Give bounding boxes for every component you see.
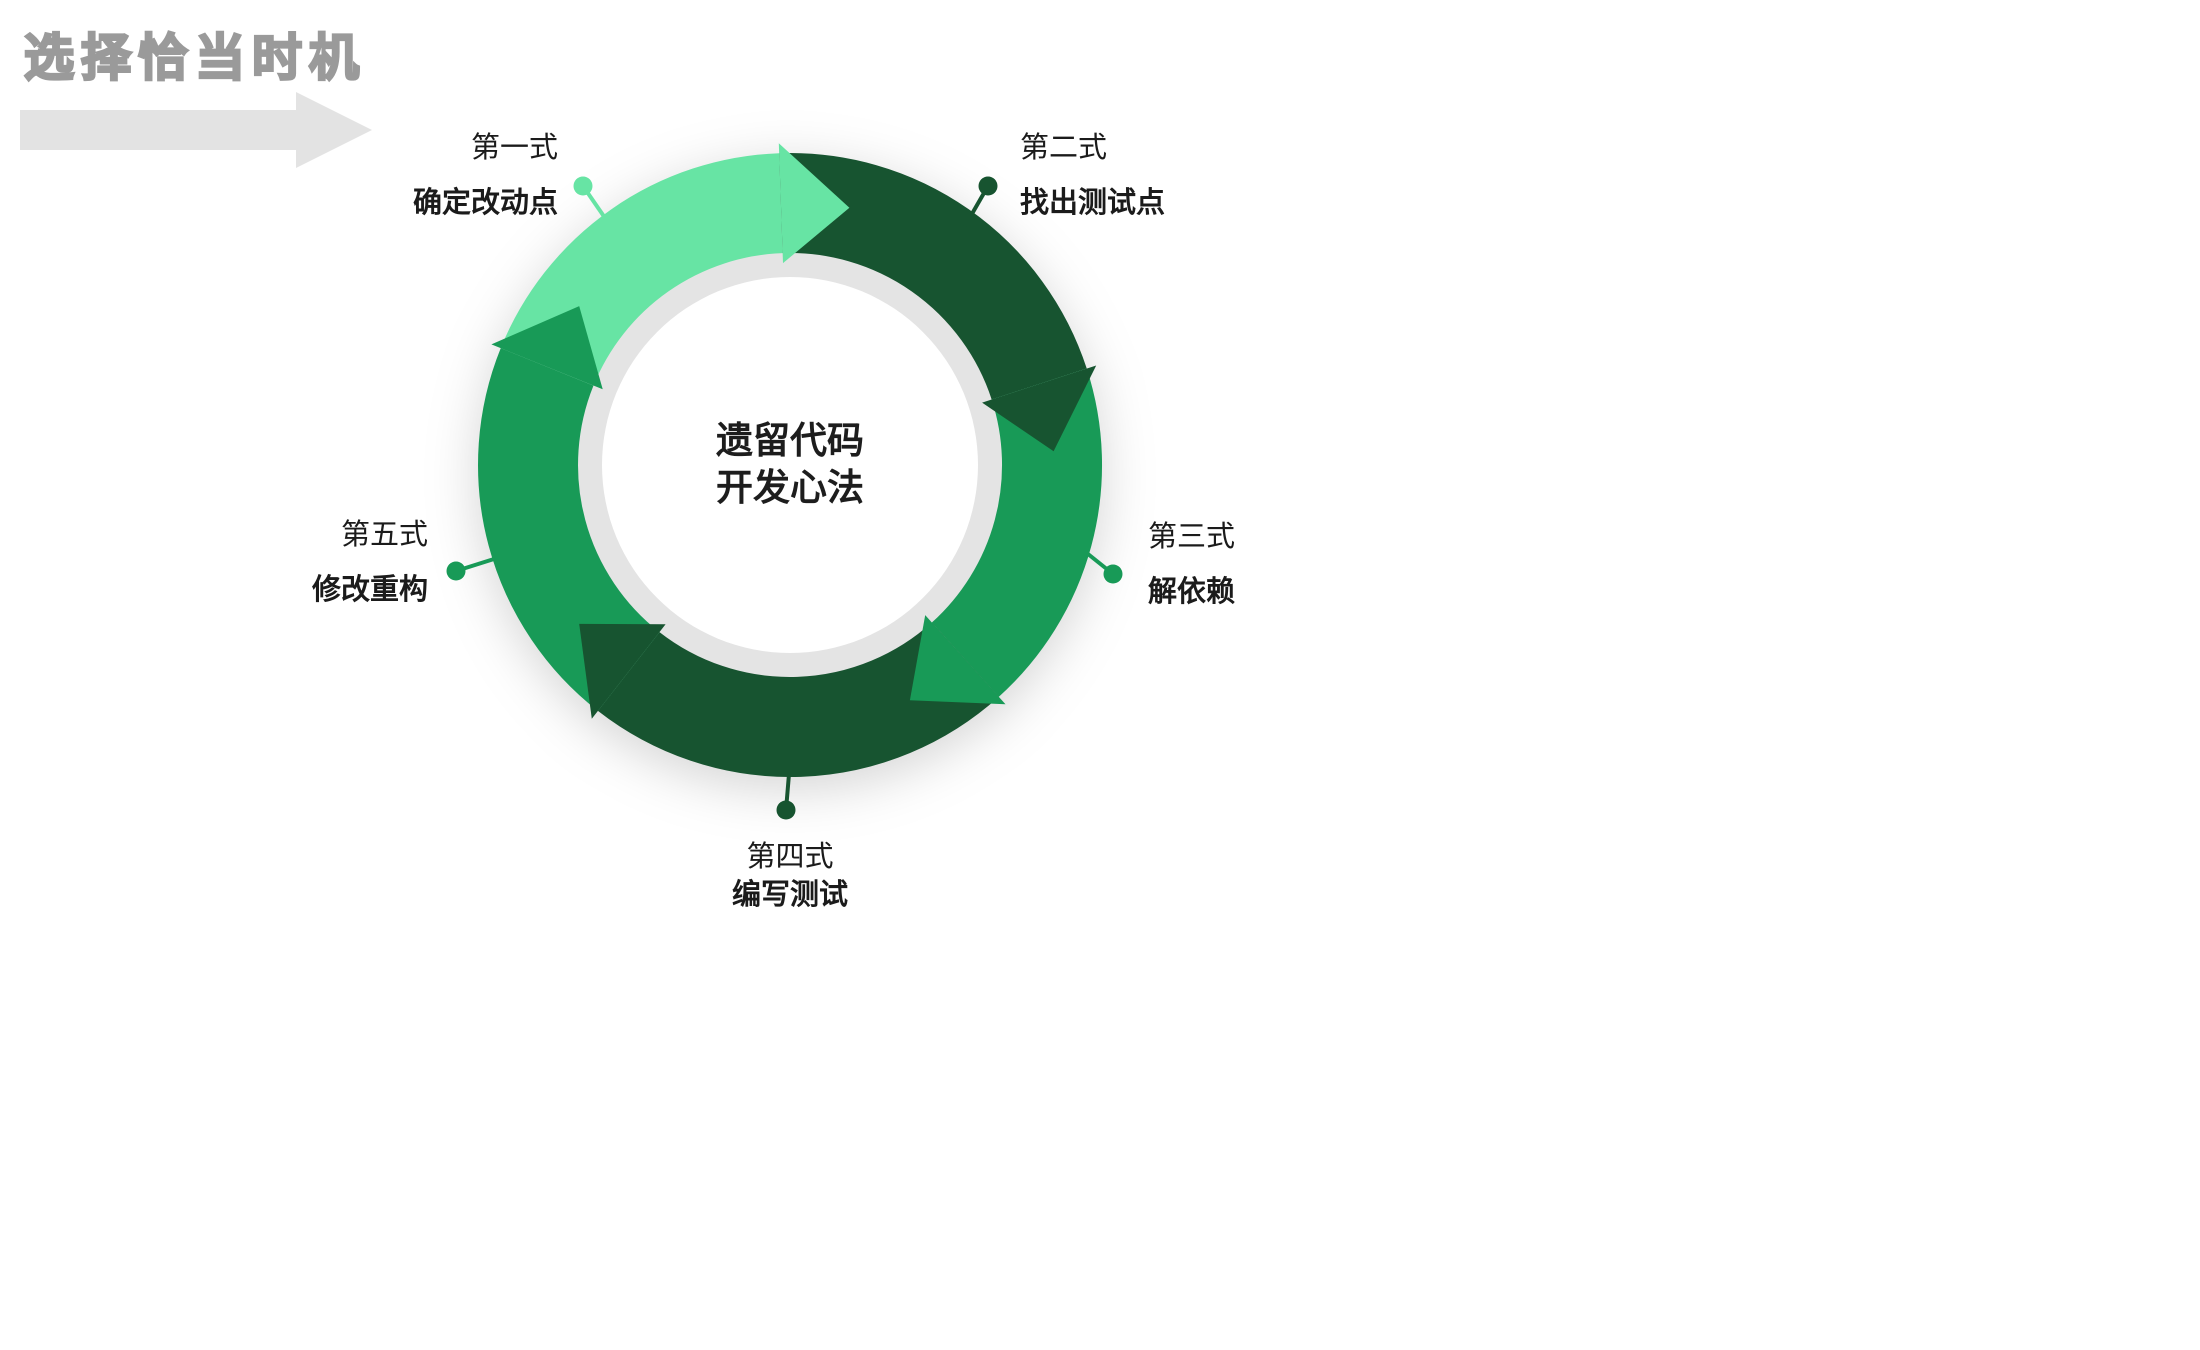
step-label-4: 第四式 编写测试 [690,840,890,912]
center-title-line2: 开发心法 [716,467,864,508]
segment-head-5 [491,306,603,390]
step-number-4: 第四式 [746,841,834,873]
step-number-5: 第五式 [340,519,428,551]
segment-head-3 [909,615,1006,705]
step-dot-3 [1103,564,1123,584]
step-name-3: 解依赖 [1148,576,1236,608]
step-number-3: 第三式 [1148,521,1236,553]
step-name-2: 找出测试点 [1020,187,1166,219]
step-label-3: 第三式 解依赖 [1148,520,1368,609]
step-name-4: 编写测试 [731,879,848,911]
step-label-5: 第五式 修改重构 [258,518,428,607]
segment-head-4 [579,623,666,719]
center-circle [602,277,978,653]
step-label-1: 第一式 确定改动点 [388,131,558,220]
segment-head-1 [778,143,850,264]
step-dot-4 [776,800,796,820]
step-number-2: 第二式 [1020,132,1108,164]
step-dot-5 [446,561,466,581]
step-dot-1 [573,176,593,196]
step-number-1: 第一式 [470,132,558,164]
center-title-line1: 遗留代码 [716,420,864,461]
cycle-disc [478,143,1102,777]
flow-arrow [20,92,372,168]
step-name-1: 确定改动点 [412,187,558,219]
segment-head-2 [982,365,1097,452]
step-label-2: 第二式 找出测试点 [1020,131,1260,220]
step-name-5: 修改重构 [311,574,428,606]
center-title: 遗留代码 开发心法 [590,417,990,511]
page-title: 选择恰当时机 [23,29,366,88]
step-dot-2 [978,176,998,196]
